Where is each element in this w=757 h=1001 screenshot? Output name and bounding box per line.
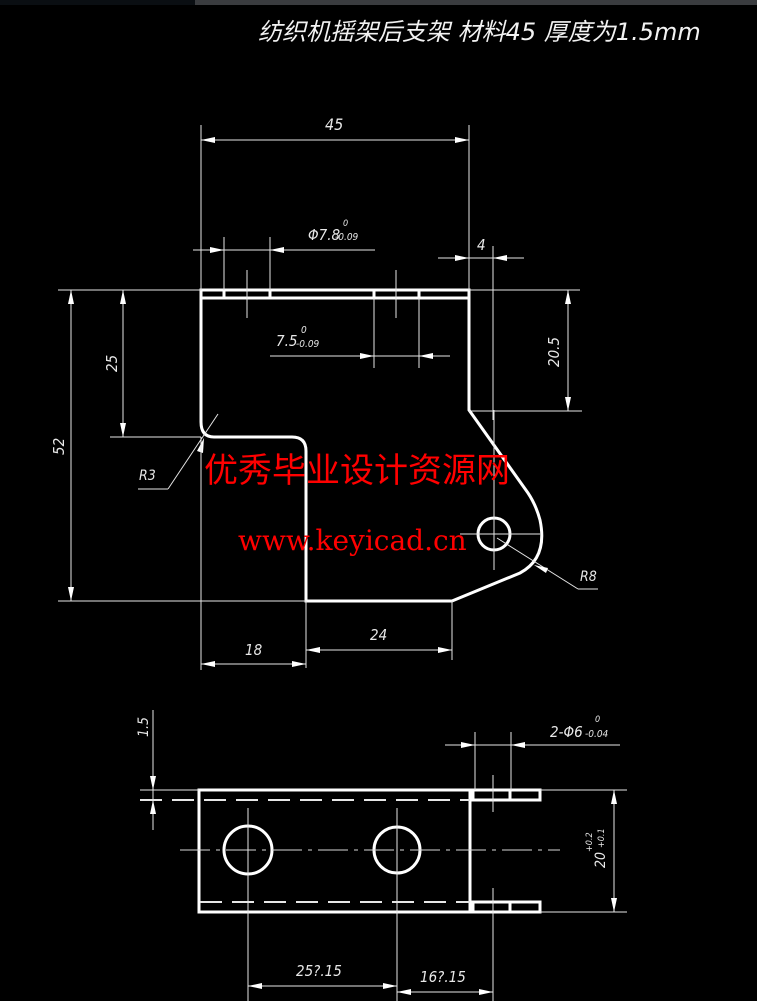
- svg-text:+0.1: +0.1: [597, 828, 607, 848]
- radius-r8: R8: [580, 569, 597, 585]
- lug-bottom: [471, 900, 542, 914]
- dim-25: 25: [103, 355, 121, 372]
- svg-text:0: 0: [301, 325, 307, 336]
- svg-text:+0.2: +0.2: [585, 832, 595, 852]
- bottom-outline: [197, 788, 472, 914]
- window-top-bar-right: [195, 0, 757, 5]
- dim-height: 20: [593, 852, 609, 868]
- svg-text:0: 0: [595, 715, 600, 725]
- dim-hole-spacing: 25?.15: [296, 962, 342, 980]
- dim-hole-to-edge: 16?.15: [420, 968, 466, 986]
- top-flange: [199, 288, 471, 300]
- watermark-line2: www.keyicad.cn: [238, 524, 467, 557]
- svg-text:0: 0: [343, 219, 348, 229]
- radius-r3: R3: [139, 468, 156, 484]
- dim-18: 18: [245, 641, 262, 659]
- dim-45: 45: [325, 115, 343, 134]
- front-view: 45 Φ7.8 0 -0.09 4 7.5 0 -0.09 20.5: [50, 115, 598, 670]
- dim-slot: 7.5: [276, 332, 297, 350]
- svg-text:-0.09: -0.09: [296, 339, 320, 350]
- svg-text:-0.04: -0.04: [585, 729, 609, 740]
- dim-hole-dia: Φ7.8: [308, 226, 340, 244]
- lug-top: [471, 788, 542, 802]
- drawing-title: 纺织机摇架后支架 材料45 厚度为1.5mm: [258, 18, 701, 46]
- dim-thickness: 1.5: [136, 717, 152, 737]
- dim-24: 24: [370, 626, 387, 644]
- dim-4: 4: [477, 236, 486, 254]
- watermark-line1: 优秀毕业设计资源网: [204, 451, 510, 491]
- bottom-view: 1.5 2-Φ6 0 -0.04 20 +0.2 +0.1 25?.15 16?…: [136, 710, 627, 1001]
- dim-52: 52: [50, 438, 68, 455]
- dim-20-5: 20.5: [545, 337, 563, 367]
- svg-text:-0.09: -0.09: [335, 232, 359, 243]
- dim-holes: 2-Φ6: [550, 723, 583, 741]
